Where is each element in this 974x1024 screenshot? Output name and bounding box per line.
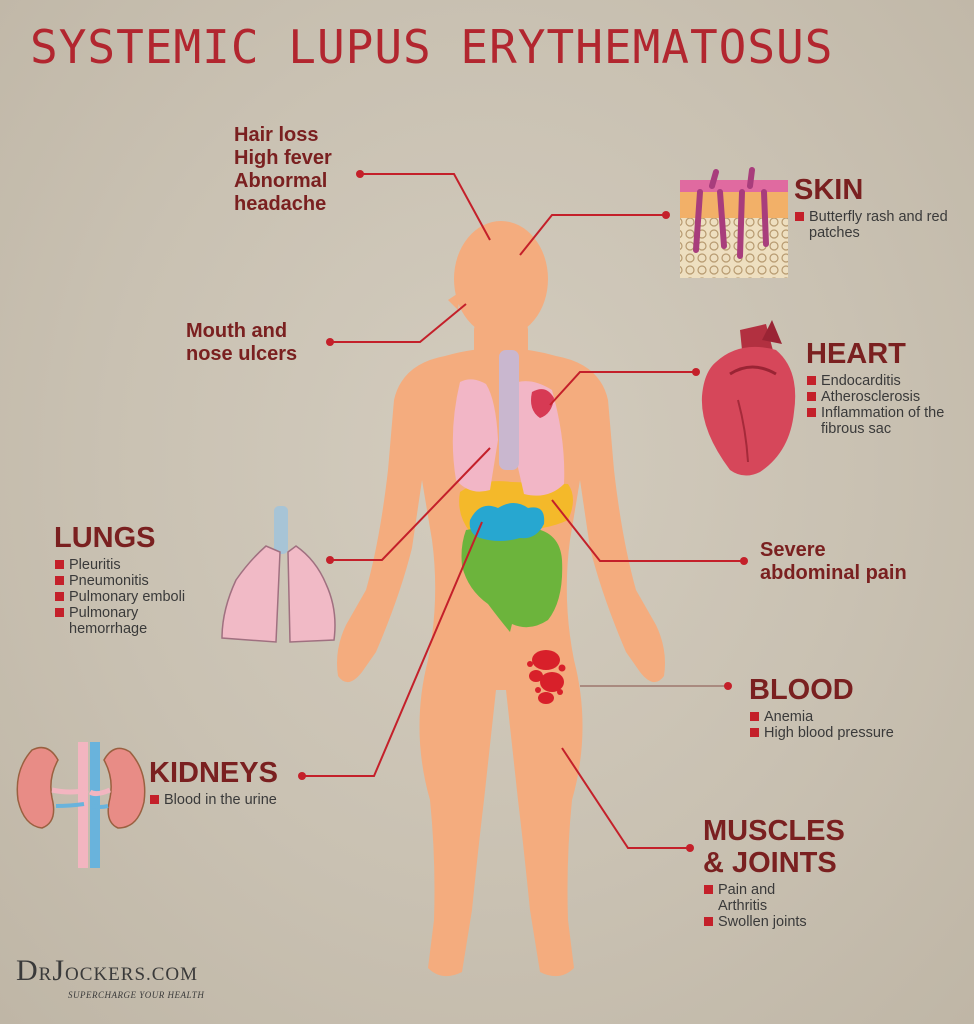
lungs-list: Pleuritis Pneumonitis Pulmonary emboli P… [54,557,185,637]
symptom-line: headache [234,193,327,215]
kidneys-list: Blood in the urine [149,792,278,808]
list-item: Pulmonary hemorrhage [54,605,169,637]
list-item: Swollen joints [703,914,845,930]
joints-heading: & JOINTS [703,847,837,879]
list-item: Anemia [749,709,894,725]
list-item: Blood in the urine [149,792,278,808]
skin-list: Butterfly rash and red patches [794,209,949,241]
blood-list: Anemia High blood pressure [749,709,894,741]
skin-illustration [680,167,788,278]
drjockers-logo: DRJOCKERS.COM SUPERCHARGE YOUR HEALTH [16,956,205,1001]
logo-name-small: OCKERS.COM [65,964,199,985]
kidneys-illustration [16,742,146,868]
lungs-section: LUNGS Pleuritis Pneumonitis Pulmonary em… [54,522,185,637]
logo-letter-small: R [38,964,53,985]
kidneys-section: KIDNEYS Blood in the urine [149,757,278,808]
head-symptoms-label: Hair loss High fever Abnormal headache [234,124,332,216]
logo-tagline: SUPERCHARGE YOUR HEALTH [68,990,205,1000]
lungs-illustration [221,506,336,643]
blood-splatter [527,650,566,704]
heart-heading: HEART [806,338,906,370]
muscles-heading: MUSCLES [703,815,845,847]
symptom-line: Severe [760,539,826,561]
internal-organs [452,350,573,632]
symptom-line: nose ulcers [186,343,298,365]
heart-illustration [701,320,796,476]
list-item: Inflammation of the fibrous sac [806,405,961,437]
page-title: SYSTEMIC LUPUS ERYTHEMATOSUS [30,20,834,74]
lungs-heading: LUNGS [54,522,156,554]
connector-dots [298,170,748,852]
kidneys-heading: KIDNEYS [149,757,278,789]
abdominal-pain-label: Severe abdominal pain [760,539,907,585]
blood-section: BLOOD Anemia High blood pressure [749,674,894,741]
skin-section: SKIN Butterfly rash and red patches [794,174,949,241]
symptom-line: High fever [234,147,332,169]
list-item: Pleuritis [54,557,185,573]
logo-wordmark: DRJOCKERS.COM [16,956,204,990]
list-item: High blood pressure [749,725,894,741]
symptom-line: abdominal pain [760,562,907,584]
muscles-joints-section: MUSCLES & JOINTS Pain and Arthritis Swol… [703,815,845,930]
list-item: Atherosclerosis [806,389,961,405]
list-item: Endocarditis [806,373,961,389]
heart-section: HEART Endocarditis Atherosclerosis Infla… [806,338,961,437]
logo-letter: D [16,954,39,987]
logo-letter: J [52,954,66,987]
symptom-line: Abnormal [234,170,328,192]
list-item: Pain and Arthritis [703,882,798,914]
blood-heading: BLOOD [749,674,854,706]
skin-heading: SKIN [794,174,864,206]
symptom-line: Mouth and [186,320,288,342]
list-item: Pulmonary emboli [54,589,185,605]
list-item: Butterfly rash and red patches [794,209,949,241]
mouth-ulcers-label: Mouth and nose ulcers [186,320,297,366]
connector-lines [302,173,744,849]
list-item: Pneumonitis [54,573,185,589]
muscles-list: Pain and Arthritis Swollen joints [703,882,845,930]
heart-list: Endocarditis Atherosclerosis Inflammatio… [806,373,961,437]
symptom-line: Hair loss [234,124,319,146]
